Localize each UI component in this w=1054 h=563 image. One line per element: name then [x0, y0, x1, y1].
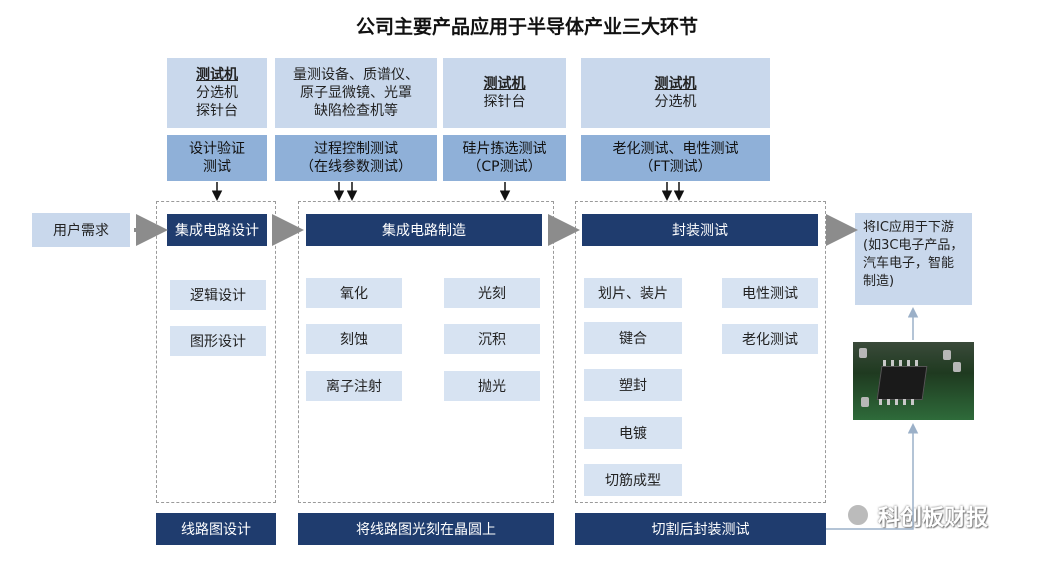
mid-box-line: 硅片拣选测试 [462, 141, 547, 157]
top-box-process: 量测设备、质谱仪、 原子显微镜、光罩 缺陷检查机等 [275, 58, 437, 128]
downstream-application-box: 将IC应用于下游(如3C电子产品，汽车电子，智能制造) [855, 213, 972, 305]
package-item-molding: 塑封 [584, 369, 682, 401]
package-item-burn-in-test: 老化测试 [722, 324, 818, 354]
mid-box-ft-test: 老化测试、电性测试 （FT测试） [581, 135, 770, 181]
manufacture-item-etching: 刻蚀 [306, 324, 402, 354]
manufacture-item-ion-implant: 离子注射 [306, 371, 402, 401]
watermark-text: 科创板财报 [878, 506, 989, 531]
top-box-line: 原子显微镜、光罩 [300, 85, 412, 101]
top-box-line: 分选机 [654, 94, 697, 110]
manufacture-item-deposition: 沉积 [444, 324, 540, 354]
manufacture-stage-container [298, 201, 554, 503]
mid-box-line: 老化测试、电性测试 [612, 141, 739, 157]
top-box-bold: 测试机 [654, 76, 697, 92]
top-box-design: 测试机 分选机 探针台 [167, 58, 267, 128]
package-item-plating: 电镀 [584, 417, 682, 449]
mid-box-cp-test: 硅片拣选测试 （CP测试） [443, 135, 566, 181]
top-box-bold: 测试机 [483, 76, 526, 92]
mid-box-line: 测试 [203, 159, 231, 175]
package-item-dicing: 划片、装片 [584, 278, 682, 308]
top-box-line: 探针台 [196, 103, 238, 119]
mid-box-process-test: 过程控制测试 （在线参数测试） [275, 135, 437, 181]
user-demand-box: 用户需求 [32, 213, 130, 247]
mid-box-design-test: 设计验证 测试 [167, 135, 267, 181]
design-footer: 线路图设计 [156, 513, 276, 545]
top-box-line: 分选机 [196, 85, 238, 101]
ic-chip-image [853, 342, 974, 420]
top-box-ft: 测试机 分选机 [581, 58, 770, 128]
design-stage-container [156, 201, 276, 503]
package-header: 封装测试 [582, 214, 818, 246]
package-item-trim-form: 切筋成型 [584, 464, 682, 496]
manufacture-item-polishing: 抛光 [444, 371, 540, 401]
package-footer: 切割后封装测试 [575, 513, 826, 545]
top-box-line: 探针台 [483, 94, 526, 110]
mid-box-line: （CP测试） [467, 159, 542, 175]
design-item-layout: 图形设计 [170, 326, 266, 356]
top-box-cp: 测试机 探针台 [443, 58, 566, 128]
manufacture-item-oxidation: 氧化 [306, 278, 402, 308]
mid-box-line: （在线参数测试） [300, 159, 412, 175]
diagram-title: 公司主要产品应用于半导体产业三大环节 [355, 16, 698, 38]
mid-box-line: 过程控制测试 [314, 141, 398, 157]
mid-box-line: 设计验证 [189, 141, 245, 157]
package-item-electrical-test: 电性测试 [722, 278, 818, 308]
mid-box-line: （FT测试） [639, 159, 712, 175]
package-stage-container [575, 201, 826, 503]
wechat-icon [846, 503, 870, 527]
design-item-logic: 逻辑设计 [170, 280, 266, 310]
top-box-line: 量测设备、质谱仪、 [293, 67, 419, 83]
manufacture-item-lithography: 光刻 [444, 278, 540, 308]
manufacture-footer: 将线路图光刻在晶圆上 [298, 513, 554, 545]
top-box-line: 缺陷检查机等 [314, 103, 398, 119]
design-header: 集成电路设计 [167, 214, 267, 246]
connector-footer-to-chip [826, 423, 919, 530]
top-box-bold: 测试机 [196, 67, 238, 83]
manufacture-header: 集成电路制造 [306, 214, 542, 246]
package-item-bonding: 键合 [584, 322, 682, 354]
